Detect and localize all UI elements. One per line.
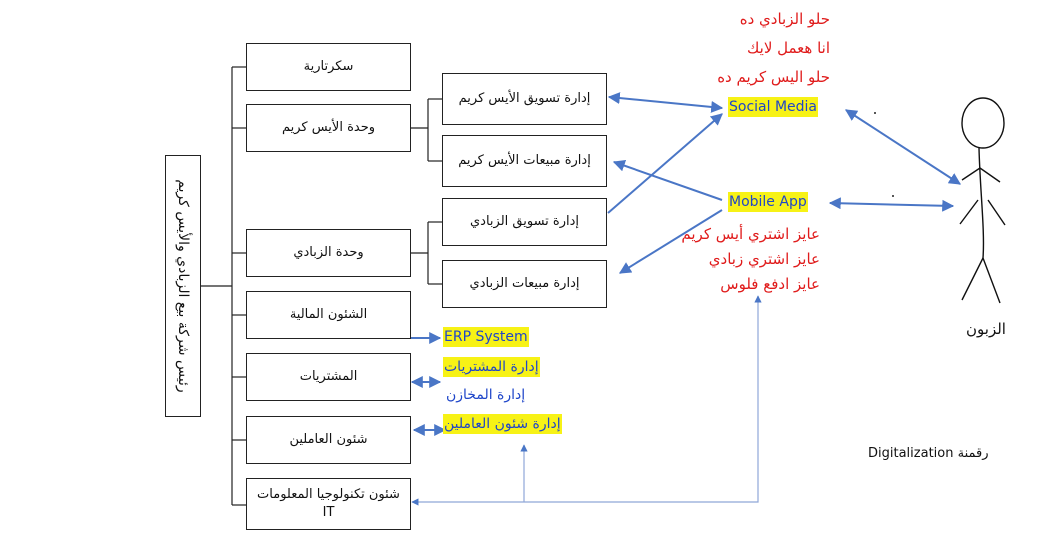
dept-it-label: شئون تكنولوجيا المعلومات IT <box>253 486 404 521</box>
dept-yogurt-unit: وحدة الزبادي <box>246 229 411 277</box>
customer-label: الزبون <box>966 320 1006 338</box>
sub-yogurt-sales-label: إدارة مبيعات الزبادي <box>470 275 580 293</box>
erp-title: ERP System <box>443 327 529 347</box>
erp-module-hr: إدارة شئون العاملين <box>443 414 562 434</box>
social-message-3: حلو اليس كريم ده <box>717 68 830 86</box>
sub-yogurt-marketing: إدارة تسويق الزبادي <box>442 198 607 246</box>
stray-dots <box>874 112 894 197</box>
app-message-3: عايز ادفع فلوس <box>720 275 820 293</box>
sub-ice-cream-sales-label: إدارة مبيعات الأيس كريم <box>458 152 591 170</box>
customer-stick-figure <box>960 98 1005 303</box>
erp-module-warehouses: إدارة المخازن <box>446 385 525 405</box>
dept-ice-cream-unit-label: وحدة الأيس كريم <box>282 119 375 137</box>
dept-ice-cream-unit: وحدة الأيس كريم <box>246 104 411 152</box>
dept-secretariat-label: سكرتارية <box>304 58 354 76</box>
sub-ice-cream-marketing-label: إدارة تسويق الأيس كريم <box>459 90 591 108</box>
sub-yogurt-sales: إدارة مبيعات الزبادي <box>442 260 607 308</box>
company-head-box: رئيس شركة بيع الزبادي والأيس كريم <box>165 155 201 417</box>
dept-finance: الشئون المالية <box>246 291 411 339</box>
dept-purchasing-label: المشتريات <box>300 368 358 386</box>
company-head-label: رئيس شركة بيع الزبادي والأيس كريم <box>175 179 191 392</box>
dept-purchasing: المشتريات <box>246 353 411 401</box>
dept-yogurt-unit-label: وحدة الزبادي <box>293 244 363 262</box>
social-media-label: Social Media <box>728 97 818 117</box>
digitalization-caption: Digitalization رقمنة <box>868 446 989 461</box>
dept-secretariat: سكرتارية <box>246 43 411 91</box>
app-message-1: عايز اشتري أيس كريم <box>681 225 820 243</box>
mobile-app-label: Mobile App <box>728 192 808 212</box>
dept-finance-label: الشئون المالية <box>290 306 367 324</box>
sub-yogurt-marketing-label: إدارة تسويق الزبادي <box>470 213 579 231</box>
dept-it: شئون تكنولوجيا المعلومات IT <box>246 478 411 530</box>
sub-ice-cream-sales: إدارة مبيعات الأيس كريم <box>442 135 607 187</box>
erp-module-purchasing: إدارة المشتريات <box>443 357 540 377</box>
dept-hr: شئون العاملين <box>246 416 411 464</box>
social-message-2: انا هعمل لايك <box>747 39 830 57</box>
sub-ice-cream-marketing: إدارة تسويق الأيس كريم <box>442 73 607 125</box>
social-message-1: حلو الزبادي ده <box>740 10 830 28</box>
app-message-2: عايز اشتري زبادي <box>709 250 820 268</box>
dept-hr-label: شئون العاملين <box>289 431 367 449</box>
